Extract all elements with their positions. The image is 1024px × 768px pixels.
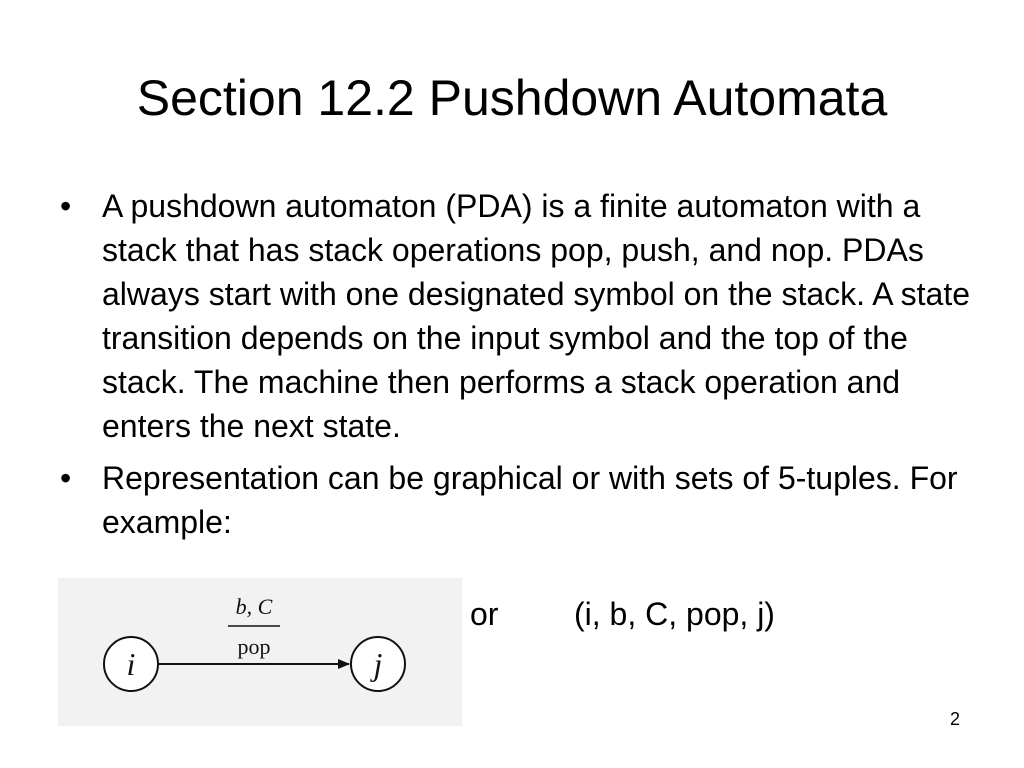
transition-diagram: i j b, C pop <box>58 578 462 726</box>
bullet-item-pda-definition: • A pushdown automaton (PDA) is a finite… <box>56 184 976 448</box>
bullet-text: A pushdown automaton (PDA) is a finite a… <box>102 188 971 444</box>
state-j-label: j <box>370 646 383 682</box>
slide-title: Section 12.2 Pushdown Automata <box>136 70 888 126</box>
page-number: 2 <box>949 709 960 729</box>
state-j-circle <box>350 636 406 692</box>
bullet-marker: • <box>60 460 72 496</box>
state-i-label: i <box>127 646 136 682</box>
or-label: or <box>470 596 499 632</box>
bullet-text: Representation can be graphical or with … <box>102 460 958 540</box>
bullet-item-representation: • Representation can be graphical or wit… <box>56 456 976 544</box>
edge-input-label: b, C <box>236 594 273 619</box>
bullet-marker: • <box>60 188 72 224</box>
edge-operation-label: pop <box>238 634 271 659</box>
five-tuple-example: (i, b, C, pop, j) <box>574 596 775 632</box>
transition-diagram-svg: i j b, C pop <box>103 594 406 692</box>
bullet-list: • A pushdown automaton (PDA) is a finite… <box>56 184 976 552</box>
